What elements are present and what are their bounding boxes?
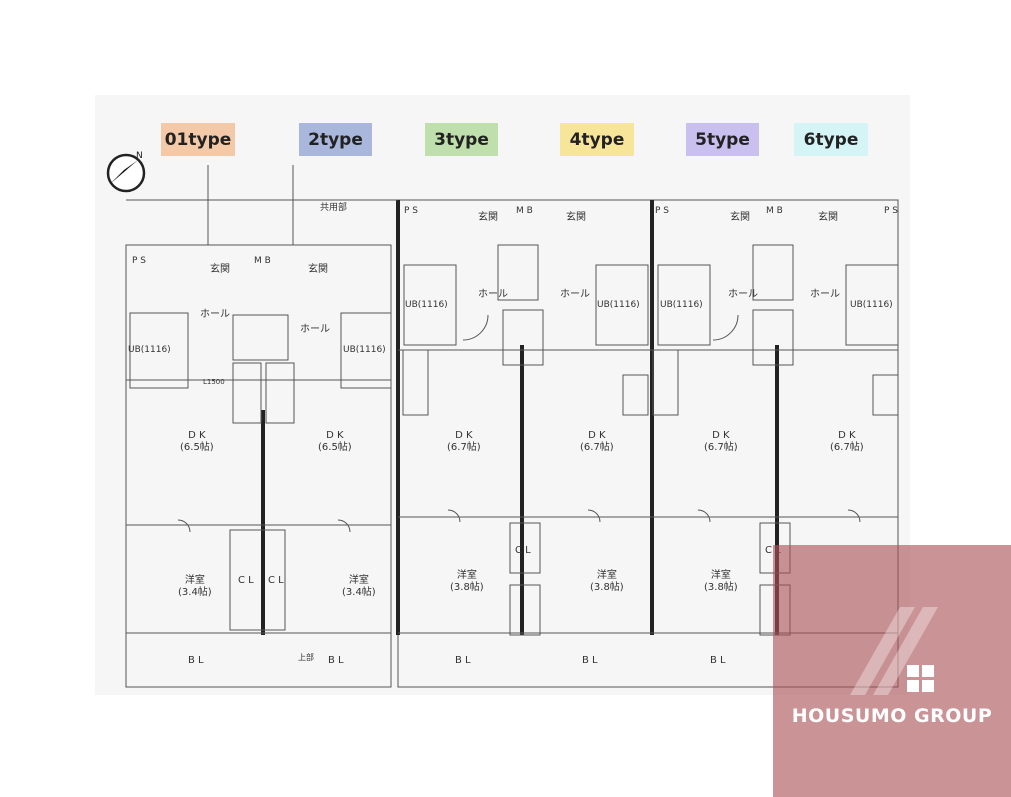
note-upper: 上部 (298, 653, 314, 662)
room-ub-type3: UB(1116) (405, 300, 448, 310)
room-dk-type5: D K (6.7帖) (704, 430, 738, 453)
room-western-type01: 洋室 (3.4帖) (178, 575, 212, 598)
type-tag-2: 2type (299, 123, 372, 156)
room-western-type5: 洋室 (3.8帖) (704, 570, 738, 593)
room-hall-type3: ホール (478, 289, 508, 300)
room-hall-type2: ホール (300, 324, 330, 335)
room-ps-type3: P S (404, 206, 419, 216)
room-ps-type01: P S (132, 256, 147, 266)
room-ub-type6: UB(1116) (850, 300, 893, 310)
room-bl-type3: B L (455, 655, 471, 666)
room-western-type4: 洋室 (3.8帖) (590, 570, 624, 593)
room-bl-type01: B L (188, 655, 204, 666)
room-entrance-type6: 玄関 (818, 212, 838, 223)
room-bl-type5: B L (710, 655, 726, 666)
room-dk-type3: D K (6.7帖) (447, 430, 481, 453)
type-tag-3: 3type (425, 123, 498, 156)
room-dk-type2: D K (6.5帖) (318, 430, 352, 453)
housumo-watermark: HOUSUMO GROUP (773, 545, 1011, 797)
room-ps-type5: P S (655, 206, 670, 216)
room-cl-type2: C L (268, 575, 284, 586)
type-tag-5: 5type (686, 123, 759, 156)
room-bl-type4: B L (582, 655, 598, 666)
room-dk-type4: D K (6.7帖) (580, 430, 614, 453)
room-ub-type01: UB(1116) (128, 345, 171, 355)
room-western-type3: 洋室 (3.8帖) (450, 570, 484, 593)
room-western-type2: 洋室 (3.4帖) (342, 575, 376, 598)
room-dk-type6: D K (6.7帖) (830, 430, 864, 453)
room-entrance-type01: 玄関 (210, 264, 230, 275)
room-entrance-type2: 玄関 (308, 264, 328, 275)
room-hall-type01: ホール (200, 309, 230, 320)
room-cl-type01: C L (238, 575, 254, 586)
room-cl-type3: C L (515, 545, 531, 556)
room-hall-type4: ホール (560, 289, 590, 300)
room-ub-type2: UB(1116) (343, 345, 386, 355)
north-compass-icon: N (106, 151, 146, 193)
room-hall-type5: ホール (728, 289, 758, 300)
note-shared-area: 共用部 (320, 203, 348, 213)
type-tag-4: 4type (560, 123, 634, 156)
room-hall-type6: ホール (810, 289, 840, 300)
room-entrance-type3: 玄関 (478, 212, 498, 223)
type-tag-01: 01type (161, 123, 235, 156)
room-ps-type6: P S (884, 206, 899, 216)
note-l1500: L1500 (203, 378, 225, 386)
room-bl-type2: B L (328, 655, 344, 666)
room-mb-type3: M B (516, 206, 533, 216)
watermark-text: HOUSUMO GROUP (791, 705, 993, 727)
room-entrance-type5: 玄関 (730, 212, 750, 223)
type-tag-6: 6type (794, 123, 868, 156)
room-ub-type4: UB(1116) (597, 300, 640, 310)
room-mb-type01: M B (254, 256, 271, 266)
housumo-logo-icon (850, 607, 938, 695)
room-ub-type5: UB(1116) (660, 300, 703, 310)
room-entrance-type4: 玄関 (566, 212, 586, 223)
svg-text:N: N (136, 151, 143, 161)
room-mb-type5: M B (766, 206, 783, 216)
room-cl-type5: C L (765, 545, 781, 556)
room-dk-type01: D K (6.5帖) (180, 430, 214, 453)
